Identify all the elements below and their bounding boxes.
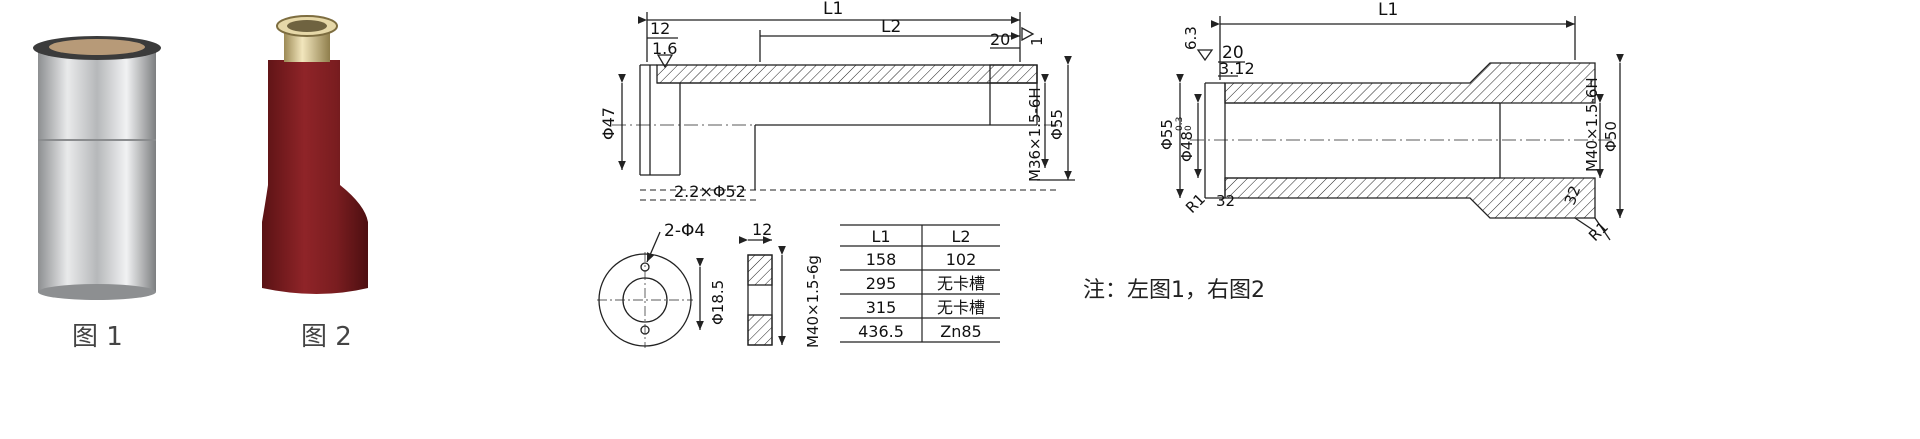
dim-1-6: 1.6 bbox=[652, 39, 677, 58]
dim-1: 1 bbox=[1028, 36, 1046, 46]
sleeve-insert bbox=[49, 39, 145, 55]
dim-r1-right: R1 bbox=[1585, 218, 1612, 245]
dim-l1-left: L1 bbox=[823, 0, 843, 19]
sleeve-body bbox=[38, 52, 156, 292]
drawing-left bbox=[612, 12, 1075, 201]
dim-l2-left: L2 bbox=[881, 17, 901, 37]
red-body bbox=[262, 60, 368, 294]
drawing-right bbox=[1176, 16, 1624, 241]
dimension-table: L1 L2 158 102 295 无卡槽 315 无卡槽 436.5 Zn85 bbox=[840, 224, 1000, 343]
drawing-small-labels: 2-Φ4 Φ18.5 12 M40×1.5-6g bbox=[664, 220, 822, 348]
note-text: 注：左图1，右图2 bbox=[1083, 278, 1265, 303]
drawing-small bbox=[597, 231, 786, 348]
table-cell: Zn85 bbox=[940, 322, 981, 341]
dim-groove: 2.2×Φ52 bbox=[674, 182, 746, 201]
table-cell: 无卡槽 bbox=[937, 274, 985, 293]
drawing-left-labels: L1 L2 12 1.6 20 1 Φ47 M36×1.5-6H Φ55 2.2… bbox=[599, 0, 1066, 201]
table-cell: 102 bbox=[946, 250, 977, 269]
caption-fig1: 图 1 bbox=[72, 322, 123, 352]
dim-m40-6g: M40×1.5-6g bbox=[804, 255, 822, 348]
dim-12-small: 12 bbox=[752, 220, 772, 239]
dim-phi55-left: Φ55 bbox=[1048, 109, 1066, 140]
photo-fig1 bbox=[33, 36, 161, 300]
dim-phi55-right: Φ55 bbox=[1158, 119, 1176, 150]
table-cell: 无卡槽 bbox=[937, 298, 985, 317]
dim-phi48-tol-lower: 0 bbox=[1184, 125, 1194, 131]
photo-fig2 bbox=[262, 15, 368, 294]
dim-3-12: 3.12 bbox=[1219, 59, 1255, 78]
dim-20-left: 20 bbox=[990, 30, 1010, 49]
dim-phi18-5: Φ18.5 bbox=[709, 280, 727, 325]
drawing-right-labels: L1 6.3 20 3.12 Φ55 Φ48 0.3 0 M40×1.5-6H … bbox=[1158, 0, 1620, 245]
dim-m40-6h: M40×1.5-6H bbox=[1583, 77, 1601, 172]
dim-m36-thread: M36×1.5-6H bbox=[1026, 87, 1044, 182]
table-header-l1: L1 bbox=[871, 227, 890, 246]
dim-32-right: 32 bbox=[1561, 183, 1584, 207]
dim-12-left: 12 bbox=[650, 19, 670, 38]
dim-phi48: Φ48 bbox=[1178, 131, 1196, 162]
dim-phi48-tol-upper: 0.3 bbox=[1175, 117, 1185, 131]
caption-fig2: 图 2 bbox=[301, 322, 352, 352]
dim-32-left: 32 bbox=[1216, 192, 1235, 210]
dim-6-3: 6.3 bbox=[1182, 26, 1200, 50]
table-cell: 436.5 bbox=[858, 322, 904, 341]
dim-20-right: 20 bbox=[1222, 43, 1244, 63]
table-header-l2: L2 bbox=[951, 227, 970, 246]
dim-phi47: Φ47 bbox=[599, 107, 618, 140]
dim-phi50: Φ50 bbox=[1602, 121, 1620, 152]
table-cell: 315 bbox=[866, 298, 897, 317]
dim-2-phi4: 2-Φ4 bbox=[664, 221, 705, 241]
table-cell: 158 bbox=[866, 250, 897, 269]
dim-l1-right: L1 bbox=[1378, 0, 1398, 20]
table-cell: 295 bbox=[866, 274, 897, 293]
